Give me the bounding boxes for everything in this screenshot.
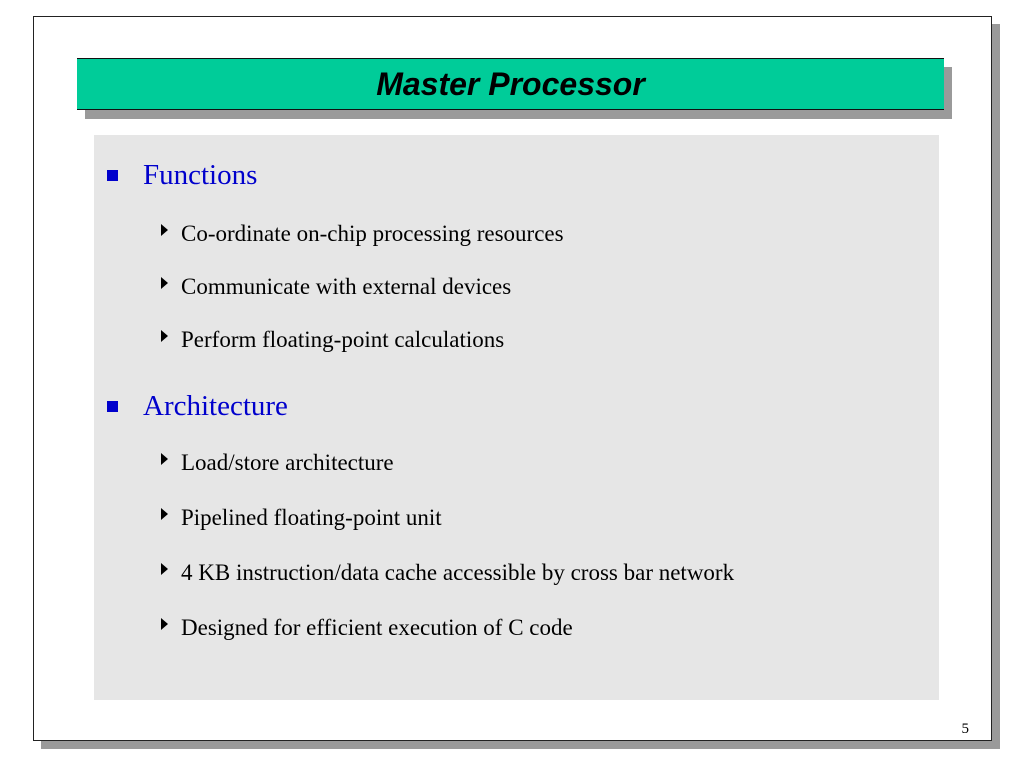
list-item: 4 KB instruction/data cache accessible b… [161,558,734,588]
section-architecture: Architecture [94,388,939,424]
list-item: Designed for efficient execution of C co… [161,613,573,643]
list-item-text: Communicate with external devices [181,274,512,299]
content-panel: Functions Co-ordinate on-chip processing… [94,135,939,700]
square-bullet-icon [107,400,118,412]
section-functions: Functions [94,157,939,193]
list-item: Load/store architecture [161,448,394,478]
page-number: 5 [961,721,970,737]
list-item-text: Co-ordinate on-chip processing resources [181,221,564,246]
section-heading-text: Architecture [143,389,288,422]
triangle-bullet-icon [161,224,168,236]
triangle-bullet-icon [161,330,168,342]
section-heading: Architecture [94,388,939,424]
triangle-bullet-icon [161,563,168,575]
title-bar: Master Processor [77,58,944,110]
list-item-text: Perform floating-point calculations [181,327,505,352]
square-bullet-icon [107,169,118,181]
list-item: Co-ordinate on-chip processing resources [161,219,564,249]
list-item: Communicate with external devices [161,272,511,302]
slide-title: Master Processor [376,65,645,102]
list-item: Perform floating-point calculations [161,325,504,355]
list-item: Pipelined floating-point unit [161,503,442,533]
section-heading-text: Functions [143,158,258,191]
list-item-text: Load/store architecture [181,450,394,475]
section-heading: Functions [94,157,939,193]
triangle-bullet-icon [161,508,168,520]
list-item-text: Pipelined floating-point unit [181,505,442,530]
list-item-text: Designed for efficient execution of C co… [181,615,573,640]
triangle-bullet-icon [161,453,168,465]
triangle-bullet-icon [161,277,168,289]
list-item-text: 4 KB instruction/data cache accessible b… [181,560,735,585]
triangle-bullet-icon [161,618,168,630]
